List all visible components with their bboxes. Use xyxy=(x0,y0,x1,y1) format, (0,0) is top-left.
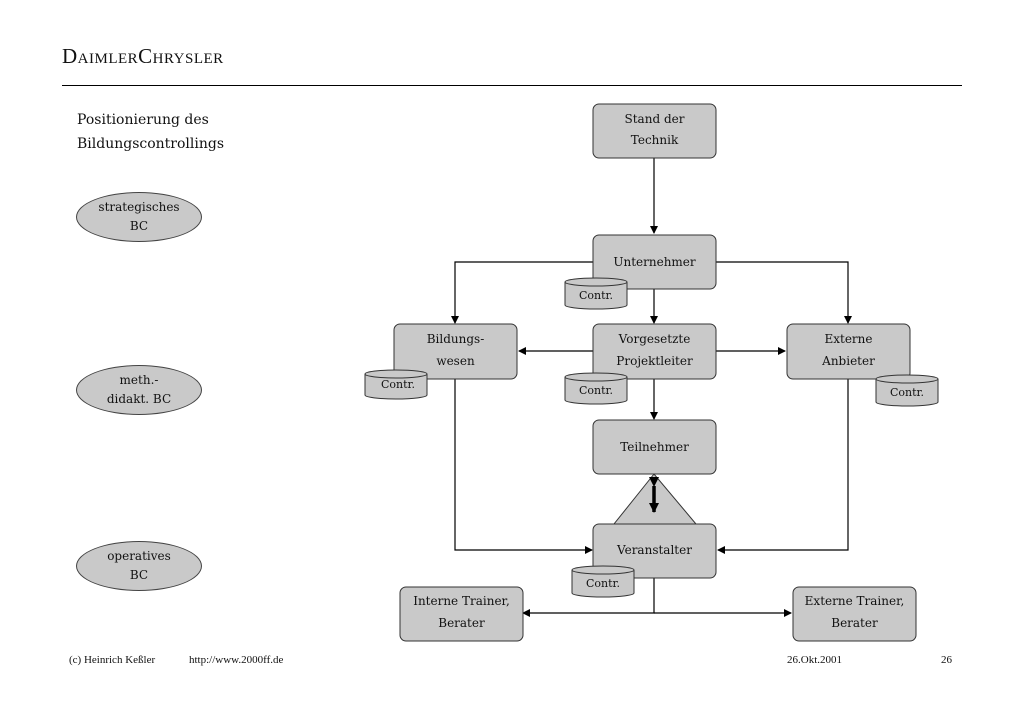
node-stand-der-technik: Stand der Technik xyxy=(592,103,717,159)
arrow-externe-anbieter-to-veranstalter xyxy=(717,379,849,554)
node-label-line-1: Bildungs- xyxy=(427,332,485,346)
node-label: Veranstalter xyxy=(616,543,692,557)
node-bildungswesen: Bildungs- wesen xyxy=(393,323,518,380)
node-externe-trainer-berater: Externe Trainer, Berater xyxy=(792,586,917,642)
footer-page-number: 26 xyxy=(941,654,952,666)
level-label-line-2: didakt. BC xyxy=(106,392,172,406)
slide-title-line-1: Positionierung des xyxy=(77,112,209,128)
node-label-line-2: Anbieter xyxy=(821,354,875,368)
footer-author: (c) Heinrich Keßler xyxy=(69,654,156,666)
slide-title-line-2: Bildungscontrollings xyxy=(77,136,225,152)
controlling-label: Contr. xyxy=(579,289,613,302)
footer-date: 26.Okt.2001 xyxy=(787,654,842,666)
arrow-unternehmer-to-bildungswesen xyxy=(451,261,593,324)
node-label: Unternehmer xyxy=(613,255,696,269)
node-label-line-2: Projektleiter xyxy=(616,354,693,368)
controlling-label: Contr. xyxy=(579,384,613,397)
node-label: Teilnehmer xyxy=(620,440,689,454)
header-divider xyxy=(62,85,962,86)
level-label-line-1: meth.- xyxy=(119,373,159,387)
node-unternehmer: Unternehmer xyxy=(592,234,717,290)
node-externe-anbieter: Externe Anbieter xyxy=(786,323,911,380)
node-label-line-2: wesen xyxy=(436,354,475,368)
controlling-label: Contr. xyxy=(586,577,620,590)
node-label-line-1: Interne Trainer, xyxy=(413,594,510,608)
controlling-cylinder-bildungswesen: Contr. xyxy=(364,369,428,400)
node-label-line-1: Vorgesetzte xyxy=(618,332,691,346)
level-label-line-2: BC xyxy=(129,568,149,582)
node-label-line-2: Berater xyxy=(438,616,485,630)
controlling-cylinder-externe-anbieter: Contr. xyxy=(875,374,939,407)
controlling-label: Contr. xyxy=(890,386,924,399)
arrow-bildungswesen-to-veranstalter xyxy=(454,379,593,554)
controlling-cylinder-veranstalter: Contr. xyxy=(571,565,635,598)
level-label-line-1: operatives xyxy=(107,549,171,563)
company-logo: DaimlerChrysler xyxy=(62,44,224,68)
node-teilnehmer: Teilnehmer xyxy=(592,419,717,475)
node-interne-trainer-berater: Interne Trainer, Berater xyxy=(399,586,524,642)
level-label-line-1: strategisches xyxy=(98,200,180,214)
controlling-cylinder-unternehmer: Contr. xyxy=(564,277,628,310)
footer-url: http://www.2000ff.de xyxy=(189,654,284,666)
node-label-line-1: Externe xyxy=(824,332,872,346)
controlling-label: Contr. xyxy=(381,378,415,391)
level-methodical-didactic-bc: meth.- didakt. BC xyxy=(76,365,202,415)
node-label-line-2: Technik xyxy=(631,133,679,147)
controlling-cylinder-vorgesetzte: Contr. xyxy=(564,372,628,405)
level-operative-bc: operatives BC xyxy=(76,541,202,591)
arrow-unternehmer-to-externe-anbieter xyxy=(716,261,852,324)
node-vorgesetzte-projektleiter: Vorgesetzte Projektleiter xyxy=(592,323,717,380)
node-label-line-1: Stand der xyxy=(625,112,685,126)
level-label-line-2: BC xyxy=(129,219,149,233)
node-veranstalter: Veranstalter xyxy=(592,523,717,579)
slide-title: Positionierung des Bildungscontrollings xyxy=(77,108,224,156)
level-strategic-bc: strategisches BC xyxy=(76,192,202,242)
node-label-line-1: Externe Trainer, xyxy=(805,594,905,608)
node-label-line-2: Berater xyxy=(831,616,878,630)
